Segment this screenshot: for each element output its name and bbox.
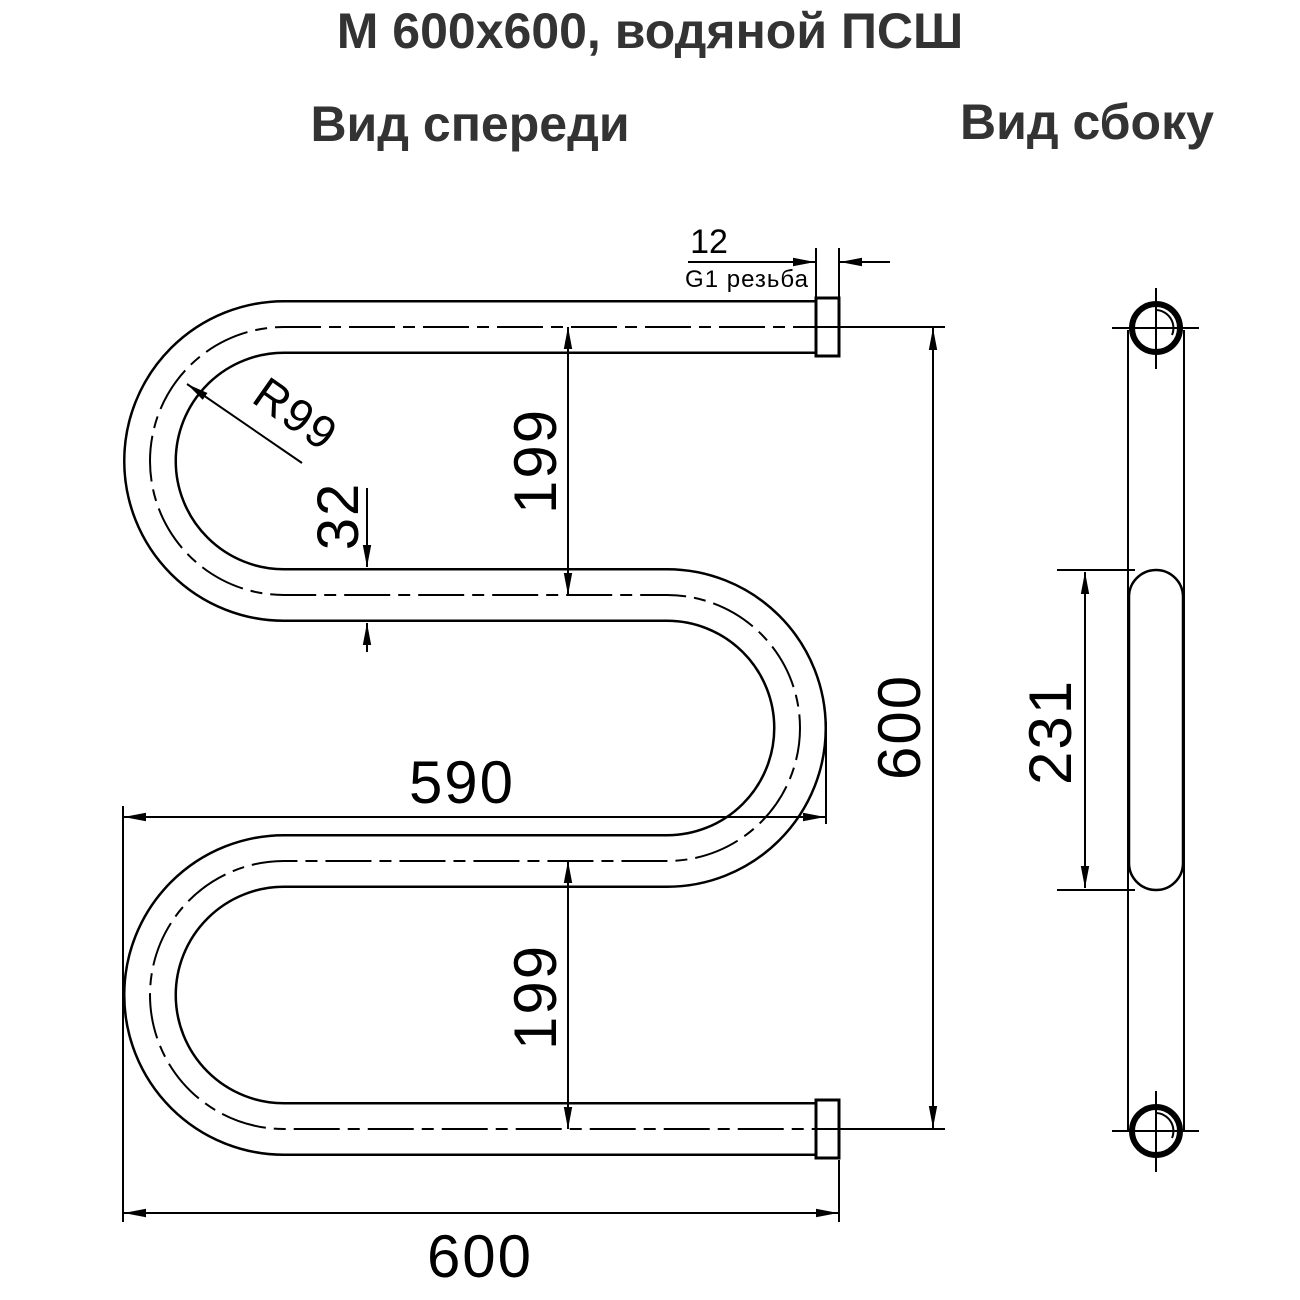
side-view-label: Вид сбоку: [960, 94, 1214, 150]
dim-bottom-spacing-199: 199: [502, 861, 573, 1129]
drawing-title: М 600х600, водяной ПСШ: [337, 3, 964, 59]
dim-199-top-value: 199: [502, 408, 569, 514]
dim-590-value: 590: [409, 749, 515, 816]
side-view-pipe: [1112, 288, 1199, 1172]
side-view-middle-capsule: [1127, 568, 1185, 892]
dim-thread-label: G1 резьба: [685, 266, 809, 293]
dim-199-bottom-value: 199: [502, 944, 569, 1050]
dim-overall-width-600: 600: [122, 806, 840, 1290]
front-view-label: Вид спереди: [310, 96, 629, 152]
pipe-centerline: [149, 326, 839, 1130]
dim-thread-12-value: 12: [690, 223, 728, 261]
dim-600-width-value: 600: [427, 1223, 533, 1290]
dim-thread-12: 12 G1 резьба: [685, 223, 890, 297]
dim-inner-width-590: 590: [124, 722, 827, 824]
dim-top-spacing-199: 199: [502, 327, 573, 595]
dim-32-value: 32: [306, 482, 371, 551]
dim-overall-height-600: 600: [843, 326, 945, 1130]
pipe-outline: [123, 300, 839, 1156]
dim-231-value: 231: [1017, 679, 1084, 785]
dim-pipe-diameter-32: 32: [306, 482, 372, 652]
dim-600-height-value: 600: [866, 674, 933, 780]
dim-r99-value: R99: [244, 367, 348, 461]
dim-middle-section-231: 231: [1017, 569, 1135, 891]
